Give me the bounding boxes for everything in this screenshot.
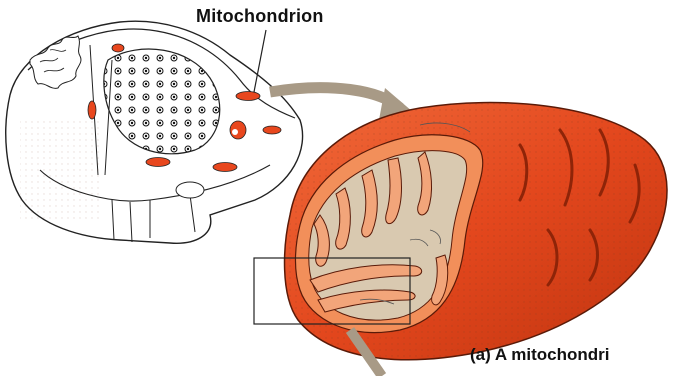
- cell-cutaway: [6, 21, 303, 243]
- organelle-label: Mitochondrion: [196, 6, 324, 27]
- figure-caption: (a) A mitochondri: [470, 345, 609, 365]
- mitochondrion-large: [254, 103, 667, 376]
